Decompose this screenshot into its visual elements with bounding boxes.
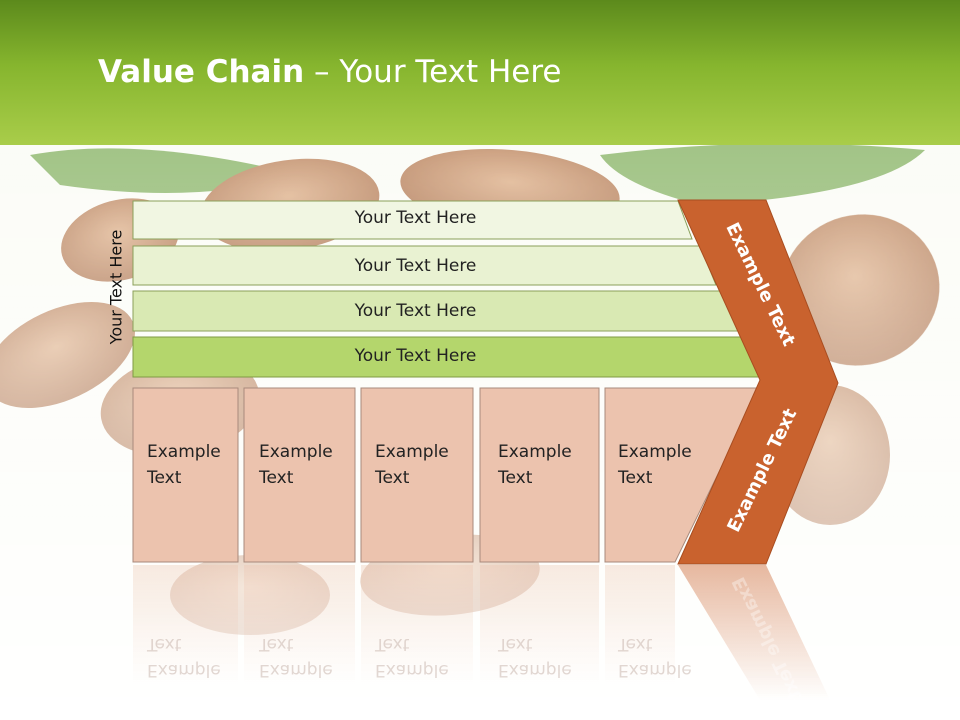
- activity-box-3: [360, 387, 474, 563]
- row-label-4: Your Text Here: [354, 346, 477, 366]
- reflection-arrow: [678, 565, 830, 700]
- activity-box-2: [243, 387, 356, 563]
- activity-box-1: [132, 387, 239, 563]
- row-label-1: Your Text Here: [354, 208, 477, 228]
- box-text-1-line1: Example: [147, 442, 221, 462]
- reflection-box-5: [605, 565, 675, 685]
- row-label-3: Your Text Here: [354, 301, 477, 321]
- reflection-box-2: [244, 565, 355, 685]
- box-text-5-line2: Text: [618, 468, 653, 488]
- title-rest: Your Text Here: [339, 54, 562, 90]
- activity-box-4: [479, 387, 600, 563]
- box-text-4-line2: Text: [498, 468, 533, 488]
- box-text-2-line2: Text: [259, 468, 294, 488]
- reflection-box-3: [361, 565, 473, 685]
- support-row-2: [132, 245, 717, 286]
- box-text-5: Example Text: [618, 439, 692, 491]
- box-text-3-line1: Example: [375, 442, 449, 462]
- title-bar: Value Chain – Your Text Here: [0, 0, 960, 145]
- box-text-1-line2: Text: [147, 468, 182, 488]
- reflection-box-1: [133, 565, 238, 685]
- box-text-1: Example Text: [147, 439, 221, 491]
- box-text-4: Example Text: [498, 439, 572, 491]
- box-text-5-line1: Example: [618, 442, 692, 462]
- box-text-2: Example Text: [259, 439, 333, 491]
- row-label-2: Your Text Here: [354, 256, 477, 276]
- slide-title: Value Chain – Your Text Here: [98, 54, 562, 90]
- activity-box-5: [604, 387, 761, 563]
- box-text-3-line2: Text: [375, 468, 410, 488]
- box-text-4-line1: Example: [498, 442, 572, 462]
- side-label: Your Text Here: [106, 229, 126, 345]
- title-bold: Value Chain: [98, 54, 305, 90]
- title-separator: –: [304, 54, 340, 90]
- reflection-box-4: [480, 565, 599, 685]
- box-text-3: Example Text: [375, 439, 449, 491]
- box-text-2-line1: Example: [259, 442, 333, 462]
- support-row-1: [132, 200, 693, 240]
- margin-arrow: [677, 199, 839, 565]
